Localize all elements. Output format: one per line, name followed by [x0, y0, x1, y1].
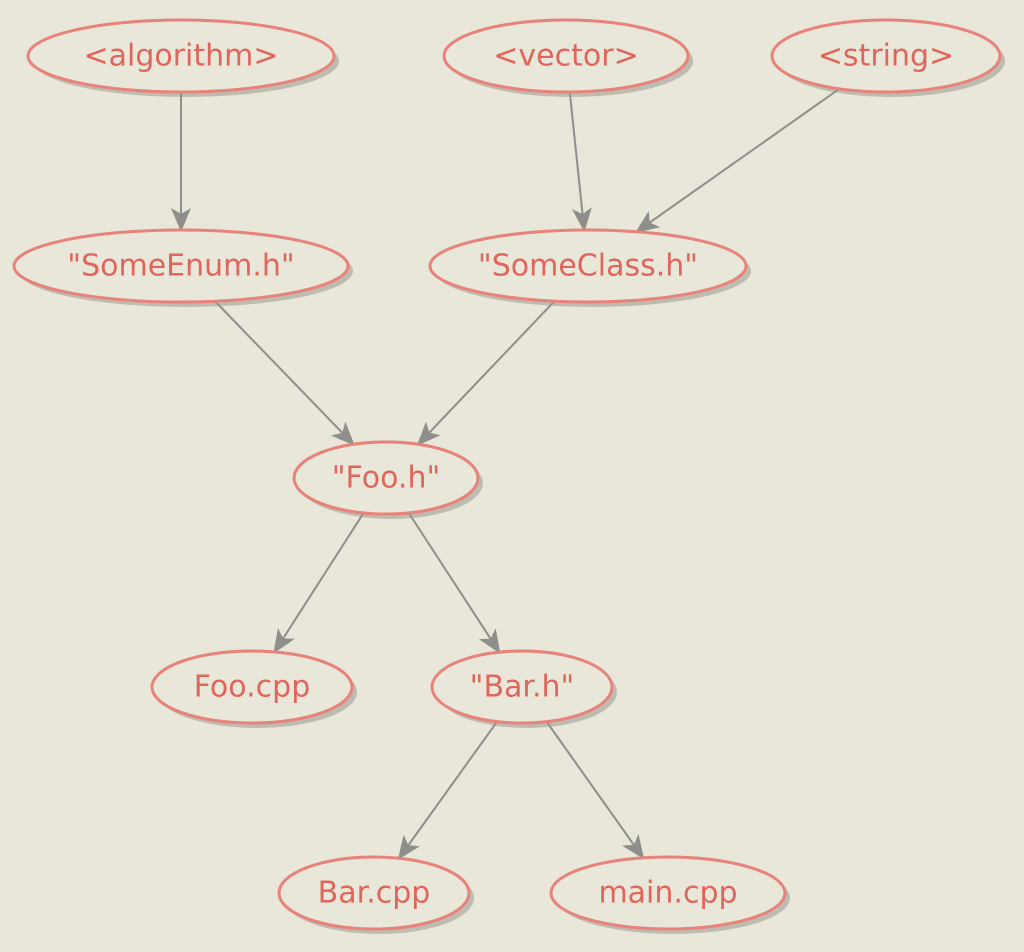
node-barcpp: Bar.cpp: [277, 855, 474, 934]
node-label: "Bar.h": [470, 670, 575, 705]
node-label: <string>: [818, 39, 954, 74]
node-label: <algorithm>: [83, 39, 278, 74]
node-ellipse: [292, 440, 480, 516]
node-label: main.cpp: [598, 876, 737, 911]
edge-fooh-to-foocpp: [273, 512, 365, 654]
node-label: <vector>: [493, 39, 638, 74]
node-algorithm: <algorithm>: [26, 18, 339, 97]
edge-barh-to-maincpp: [545, 721, 645, 860]
node-ellipse: [12, 228, 350, 304]
edges-layer: [171, 88, 840, 860]
node-ellipse: [428, 228, 748, 304]
node-fooh: "Foo.h": [292, 440, 483, 519]
node-string: <string>: [770, 18, 1005, 97]
node-ellipse: [26, 18, 336, 94]
node-ellipse: [549, 855, 787, 931]
node-vector: <vector>: [442, 18, 693, 97]
edge-barh-to-barcpp: [397, 721, 498, 860]
node-ellipse: [442, 18, 690, 94]
node-ellipse: [430, 649, 614, 725]
node-maincpp: main.cpp: [549, 855, 790, 934]
node-barh: "Bar.h": [430, 649, 617, 728]
edge-string-to-someclass: [634, 88, 840, 233]
node-ellipse: [277, 855, 471, 931]
edge-someenum-to-fooh: [214, 300, 355, 446]
node-label: "SomeClass.h": [478, 249, 698, 284]
node-label: "SomeEnum.h": [67, 249, 294, 284]
edge-someclass-to-fooh: [416, 300, 556, 446]
node-foocpp: Foo.cpp: [150, 649, 357, 728]
node-someenum: "SomeEnum.h": [12, 228, 353, 307]
node-label: "Foo.h": [332, 461, 441, 496]
node-ellipse: [150, 649, 354, 725]
node-someclass: "SomeClass.h": [428, 228, 751, 307]
node-ellipse: [770, 18, 1002, 94]
node-label: Foo.cpp: [194, 670, 310, 705]
nodes-layer: <algorithm> <vector> <string> "SomeEnum.h" "…: [12, 18, 1005, 934]
edge-vector-to-someclass: [568, 91, 592, 232]
node-label: Bar.cpp: [318, 876, 431, 911]
edge-fooh-to-barh: [407, 512, 501, 654]
